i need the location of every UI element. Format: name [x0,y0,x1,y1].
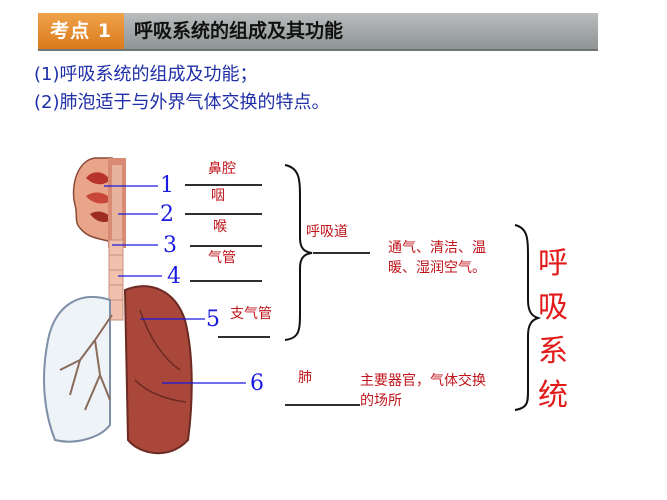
label-lung-function: 主要器官，气体交换 的场所 [360,373,486,409]
braces [284,164,542,411]
marker-1: 1 [160,173,174,198]
marker-3: 3 [163,233,177,258]
intro-line-2: (2)肺泡适于与外界气体交换的特点。 [34,92,330,113]
intro-line-1: (1)呼吸系统的组成及功能； [34,64,258,85]
label-lung: 肺 [298,370,312,386]
right-lung-illustration [123,285,193,455]
left-lung-illustration [43,295,113,443]
label-pharynx: 咽 [211,188,225,204]
trachea-illustration [108,239,124,321]
label-larynx: 喉 [213,219,227,235]
marker-6: 6 [250,371,264,396]
title-bar: 考点 1 呼吸系统的组成及其功能 [38,13,598,51]
label-bronchus: 支气管 [230,306,272,322]
page-title: 呼吸系统的组成及其功能 [134,20,344,42]
label-nasal-cavity: 鼻腔 [208,161,236,177]
marker-5: 5 [206,307,220,332]
answer-lines [185,184,370,406]
label-airway-function: 通气、清洁、温暖、湿润空气。 [388,240,486,276]
marker-4: 4 [167,264,181,289]
topic-badge: 考点 1 [38,13,124,49]
marker-2: 2 [160,202,174,227]
label-respiratory-system: 呼吸系统 [538,246,568,413]
label-airway: 呼吸道 [306,224,348,240]
label-trachea: 气管 [208,250,236,266]
pointer-lines [104,185,246,384]
head-illustration [72,157,126,248]
